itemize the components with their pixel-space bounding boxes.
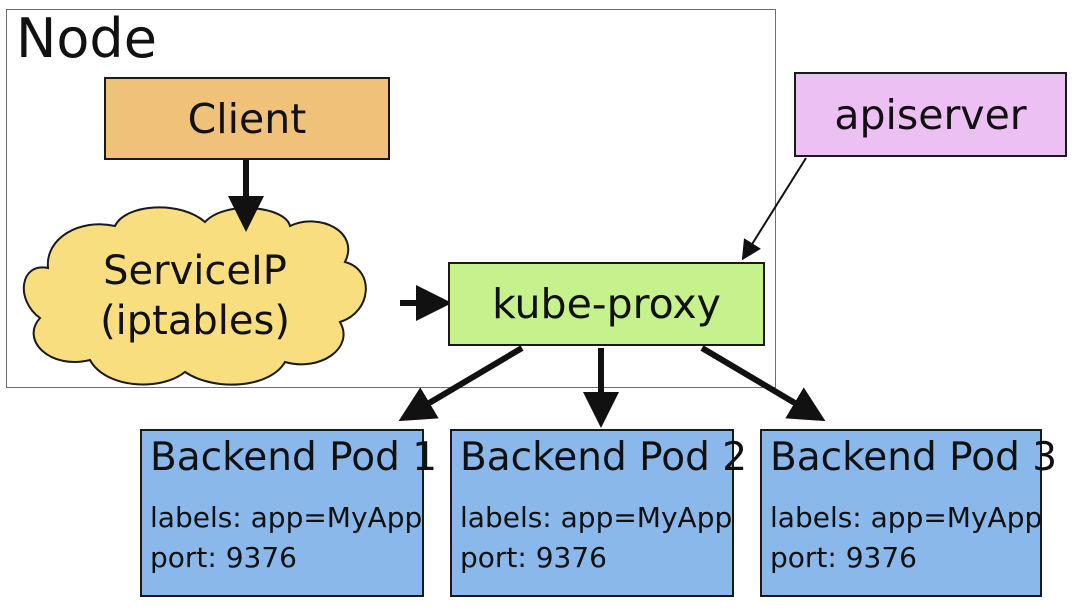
client-label: Client	[187, 94, 307, 143]
arrow-kubeproxy-to-pod3	[700, 345, 826, 422]
service-ip-cloud	[22, 206, 367, 386]
service-ip-label: ServiceIP (iptables)	[50, 246, 340, 346]
backend-pod-3: Backend Pod 3 labels: app=MyApp port: 93…	[760, 429, 1057, 597]
kube-proxy-box: kube-proxy	[448, 262, 765, 346]
service-ip-name: ServiceIP	[103, 248, 287, 294]
pod-labels: labels: app=MyApp	[770, 501, 1043, 534]
pod-port: port: 9376	[150, 541, 297, 574]
service-ip-mode: (iptables)	[100, 298, 290, 344]
node-container	[6, 9, 776, 388]
arrow-kubeproxy-to-pod1	[398, 345, 524, 422]
pod-title: Backend Pod 3	[770, 435, 1058, 480]
client-box: Client	[104, 77, 390, 160]
node-label: Node	[16, 7, 157, 70]
pod-labels: labels: app=MyApp	[460, 501, 733, 534]
backend-pod-1: Backend Pod 1 labels: app=MyApp port: 93…	[140, 429, 437, 597]
apiserver-label: apiserver	[834, 90, 1027, 139]
pod-title: Backend Pod 2	[460, 435, 748, 480]
pod-labels: labels: app=MyApp	[150, 501, 423, 534]
backend-pod-2: Backend Pod 2 labels: app=MyApp port: 93…	[450, 429, 747, 597]
pod-title: Backend Pod 1	[150, 435, 438, 480]
pod-port: port: 9376	[460, 541, 607, 574]
apiserver-box: apiserver	[794, 72, 1067, 157]
kube-proxy-label: kube-proxy	[492, 280, 721, 328]
arrow-apiserver-to-kubeproxy	[741, 157, 807, 261]
pod-port: port: 9376	[770, 541, 917, 574]
